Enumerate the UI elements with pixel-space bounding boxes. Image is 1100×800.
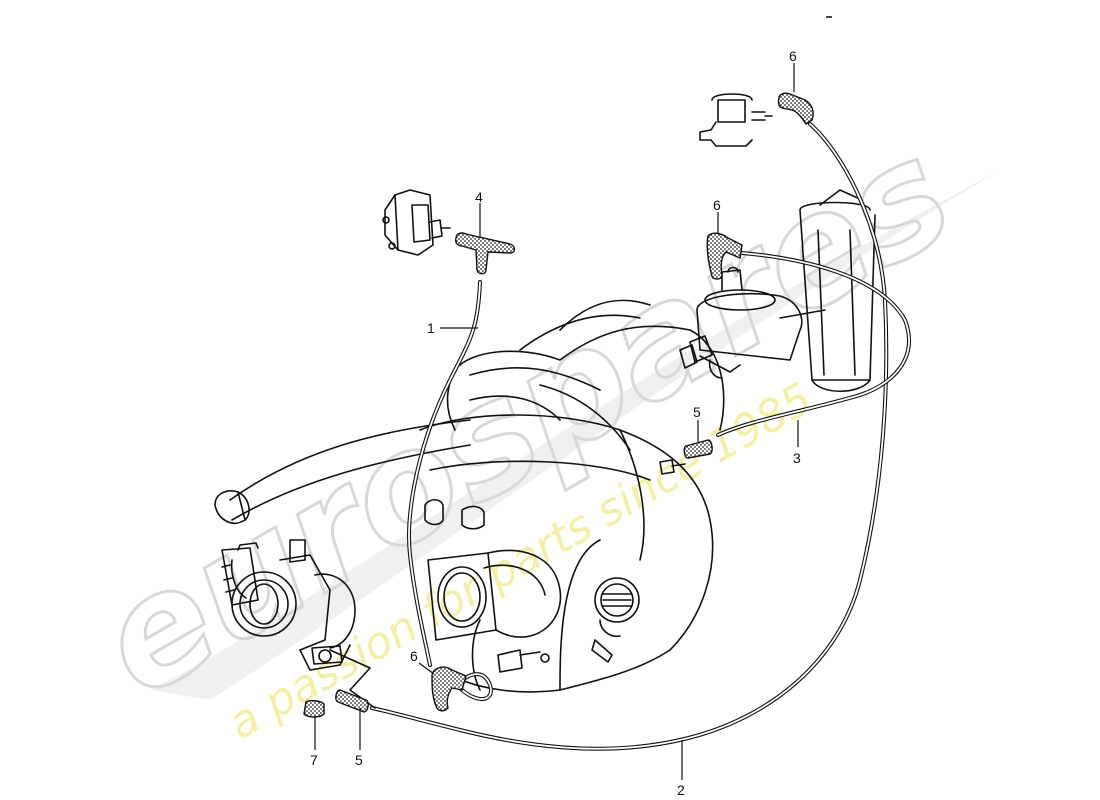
leader-6-bottom	[418, 662, 435, 675]
elbow-6-top	[777, 92, 814, 125]
t-piece-4	[454, 232, 516, 275]
elbow-6-bottom	[431, 666, 467, 712]
callout-5-right: 5	[693, 404, 701, 420]
charcoal-canister	[679, 266, 803, 379]
connector-5-right	[683, 439, 713, 459]
filler-tube	[779, 189, 876, 392]
throttle-inlet-flange	[427, 549, 562, 641]
plenum-housing	[419, 414, 714, 693]
elbow-6-mid	[706, 232, 743, 280]
callout-1: 1	[427, 320, 435, 336]
watermark-swoosh	[150, 170, 1000, 700]
hose-3-inner	[717, 252, 910, 436]
vacuum-nipple	[659, 459, 686, 475]
connector-5-left	[335, 689, 369, 713]
inspection-cover	[594, 577, 640, 638]
brackets	[424, 498, 613, 663]
intake-manifold	[446, 299, 725, 451]
hose-pieces	[303, 92, 814, 718]
callout-2: 2	[677, 782, 685, 798]
callout-6-bottom: 6	[410, 648, 418, 664]
callout-3: 3	[793, 450, 801, 466]
hose-bend-bottom-inner	[461, 673, 492, 700]
callout-5-left: 5	[355, 752, 363, 768]
throttle-body	[221, 539, 356, 671]
callout-7: 7	[310, 752, 318, 768]
leader-lines	[314, 63, 799, 780]
hose-clip	[311, 645, 343, 665]
hose-2-inner	[371, 123, 888, 750]
plug-7	[303, 699, 325, 718]
callout-6-top: 6	[789, 48, 797, 64]
callout-6-mid: 6	[713, 197, 721, 213]
lower-fitting	[497, 649, 550, 673]
vacuum-regulator-right	[699, 93, 773, 147]
callout-4: 4	[475, 189, 483, 205]
diagram-drawing	[214, 92, 911, 751]
callout-numbers: 1 2 3 4 5 5 6 6 6 7	[310, 48, 801, 798]
hose-1-inner	[408, 281, 481, 666]
vacuum-regulator-left	[382, 189, 451, 256]
